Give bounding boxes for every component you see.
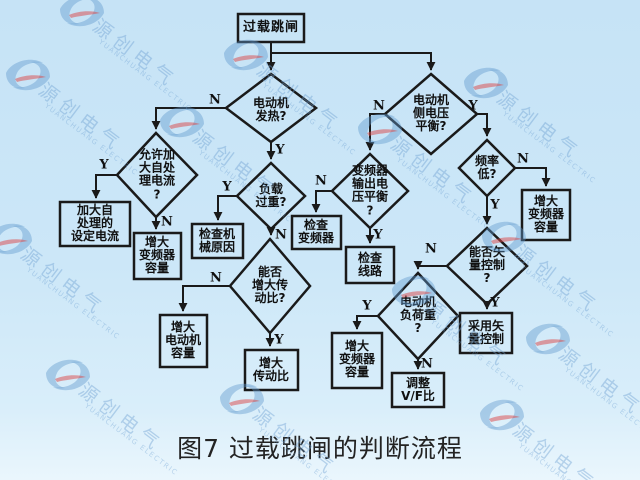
shape-can-vector-control [445, 226, 529, 306]
shape-start [236, 12, 306, 44]
decision-freq-low: 频率 低? [474, 153, 500, 181]
edge-label-load-y: Y [222, 179, 232, 195]
edge-label-allow-y: Y [99, 157, 109, 173]
edge-label-allow-n: N [161, 214, 173, 230]
shape-freq-low [457, 138, 517, 198]
edge-label-vector-n: N [425, 241, 437, 257]
edge-motor-side-n [365, 113, 385, 151]
edge-motor-side-y [477, 113, 492, 137]
edge-inverter-out-n [311, 190, 332, 213]
shape-increase-ratio [243, 348, 300, 392]
shape-increase-inverter-3 [330, 331, 384, 390]
edge-ratio-n [178, 285, 230, 312]
shape-adjust-vf [390, 371, 446, 409]
edge-label-motor-heating-y: Y [275, 142, 285, 158]
edge-motor-load-y [352, 315, 378, 330]
edge-label-inverter-out-y: Y [373, 227, 383, 243]
edge-label-ratio-y: Y [274, 332, 284, 348]
edge-label-freq-n: N [517, 151, 529, 167]
shape-increase-inverter-1 [132, 231, 183, 281]
decision-allow-self-current: 允许加 大自处 理电流 ? [138, 147, 176, 202]
decision-motor-load-heavy: 电动机 负荷重 ? [399, 295, 437, 336]
decision-can-increase-ratio: 能否 增大传 动比? [251, 265, 289, 306]
connector-lines [91, 42, 551, 370]
edge-label-vector-y: Y [490, 295, 500, 311]
edge-label-motor-load-y: Y [362, 298, 372, 314]
shape-increase-set-current [58, 200, 132, 248]
edge-motor-heating-n [151, 107, 226, 130]
process-check-mechanical: 检查机 械原因 [198, 226, 236, 254]
process-use-vector-control: 采用矢 量控制 [467, 318, 505, 346]
process-increase-inverter-capacity-3: 增大 变频器 容量 [338, 339, 376, 380]
shape-can-increase-ratio [228, 237, 312, 335]
edge-label-motor-heating-n: N [209, 92, 221, 108]
shape-check-mechanical [190, 222, 245, 260]
shape-motor-side-voltage [383, 72, 479, 156]
shape-motor-heating [223, 72, 319, 144]
decision-can-vector-control: 能否矢 量控制 ? [468, 245, 506, 286]
shape-increase-inverter-2 [520, 188, 572, 242]
process-increase-ratio: 增大 传动比 [252, 355, 290, 383]
process-check-inverter: 检查 变频器 [297, 217, 335, 245]
edge-label-ratio-n: N [210, 270, 222, 286]
decision-motor-side-voltage: 电动机 侧电压 平衡? [412, 93, 450, 134]
edge-start-motor-side [270, 52, 436, 71]
shape-motor-load-heavy [376, 271, 460, 361]
process-adjust-vf: 调整 V/F比 [401, 375, 435, 403]
process-increase-inverter-capacity-1: 增大 变频器 容量 [138, 235, 176, 276]
decision-load-overweight: 负载 过重? [255, 181, 287, 209]
shape-increase-motor [158, 313, 209, 369]
shape-use-vector [458, 311, 514, 355]
process-increase-inverter-capacity-2: 增大 变频器 容量 [527, 194, 565, 235]
process-increase-set-current: 加大自 处理的 设定电流 [70, 203, 120, 244]
shape-check-inverter [290, 214, 343, 251]
edge-label-motor-side-y: Y [468, 98, 478, 114]
figure-caption: 图7 过载跳闸的判断流程 [177, 434, 463, 463]
edge-freq-n [515, 167, 551, 187]
edge-label-inverter-out-n: N [315, 173, 327, 189]
shape-inverter-output-voltage [330, 152, 410, 230]
process-increase-motor-capacity: 增大 电动机 容量 [164, 320, 202, 361]
edge-label-motor-side-n: N [373, 98, 385, 114]
edge-label-freq-y: Y [490, 197, 500, 213]
process-check-line: 检查 线路 [357, 250, 383, 278]
shape-load-overweight [235, 161, 307, 231]
node-shapes [58, 12, 572, 409]
decision-inverter-output-voltage: 变频器 输出电 压平衡 ? [351, 163, 389, 218]
edge-label-motor-load-n: N [421, 356, 433, 372]
edge-label-load-n: N [275, 227, 287, 243]
decision-motor-heating: 电动机 发热? [252, 95, 290, 123]
edge-vector-n [413, 260, 447, 270]
shape-check-line [344, 245, 396, 285]
edge-allow-y [91, 174, 117, 199]
shape-allow-self-current [115, 131, 199, 219]
node-start: 过载跳闸 [242, 19, 300, 35]
edge-load-y [213, 195, 237, 221]
